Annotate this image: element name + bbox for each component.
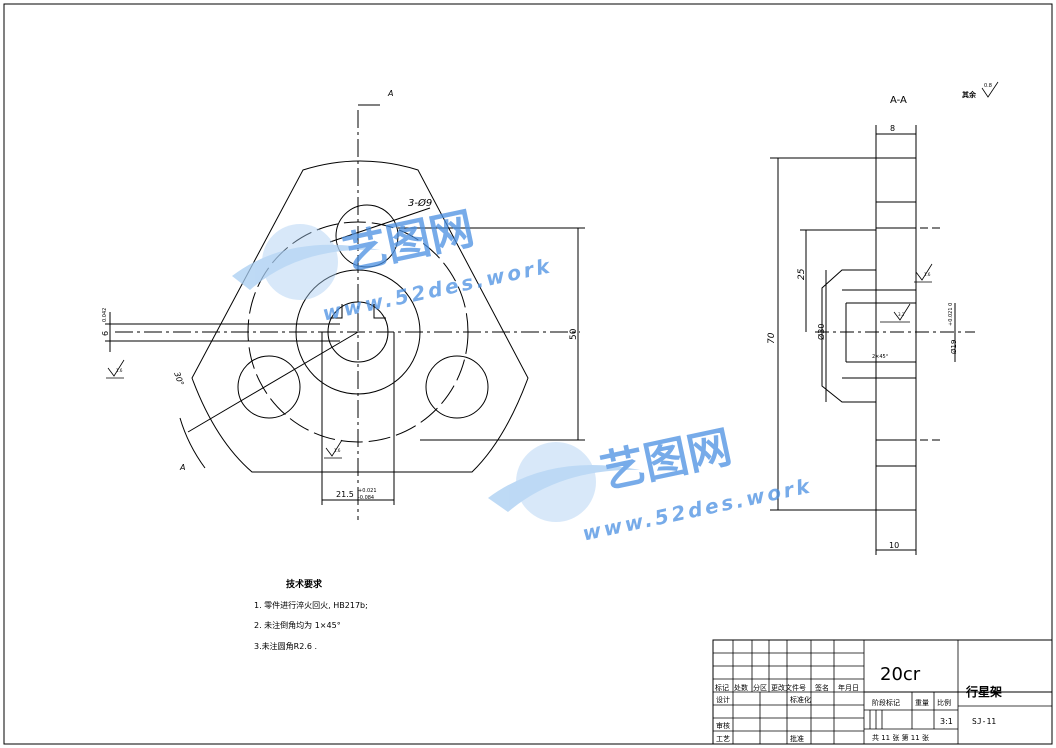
leader-diagonal-a bbox=[187, 331, 359, 433]
weight-label: 重量 bbox=[915, 699, 929, 707]
scale-value: 3:1 bbox=[940, 717, 953, 726]
review-label: 审核 bbox=[716, 721, 730, 730]
material-text: 20cr bbox=[880, 664, 921, 685]
hole-right bbox=[425, 355, 489, 419]
watermark-top: 艺图网 www.52des.work bbox=[232, 203, 555, 325]
watermark-globe-icon bbox=[262, 224, 338, 300]
header-zone: 分区 bbox=[753, 683, 767, 692]
roughness-section-b-value: 3.2 bbox=[898, 312, 905, 317]
dim-10-text: 10 bbox=[889, 541, 899, 550]
dim-70-text: 70 bbox=[767, 332, 777, 344]
watermark-globe-icon bbox=[516, 442, 596, 522]
sheet-frame bbox=[3, 3, 1053, 745]
front-view bbox=[105, 104, 585, 520]
roughness-front-bottom-value: 1.6 bbox=[334, 448, 341, 453]
watermark-swoosh-icon bbox=[232, 244, 380, 290]
stage-label: 阶段标记 bbox=[872, 698, 900, 707]
header-sign: 签名 bbox=[815, 683, 829, 692]
hole-top bbox=[335, 204, 399, 268]
offset-dim-text: 6 bbox=[101, 331, 110, 336]
requirement-1: 1. 零件进行淬火回火, HB217b; bbox=[254, 600, 368, 610]
header-date: 年月日 bbox=[838, 683, 859, 692]
watermark-brand-bottom: 艺图网 bbox=[596, 422, 736, 499]
roughness-symbol-front-bottom bbox=[324, 439, 343, 459]
flange-outline bbox=[875, 157, 917, 511]
key-dim-text: 21.5 bbox=[336, 490, 354, 499]
process-label: 工艺 bbox=[716, 735, 730, 743]
leader-diagonal-b bbox=[329, 207, 431, 243]
requirement-3: 3.未注圆角R2.6 . bbox=[254, 641, 317, 651]
holes-label: 3-Ø9 bbox=[408, 197, 432, 209]
roughness-symbol-section-b bbox=[880, 303, 911, 323]
hub-outline bbox=[821, 269, 876, 403]
dim-bore-tol: +0.021 0 bbox=[948, 303, 954, 326]
standard-label: 标准化 bbox=[790, 695, 811, 704]
chamfer-text: 2×45° bbox=[872, 354, 889, 360]
part-outline bbox=[191, 160, 529, 473]
dim-hub-text: Ø30 bbox=[816, 324, 826, 340]
section-cut-bottom bbox=[179, 417, 206, 469]
hole-left bbox=[237, 355, 301, 419]
watermark-swoosh-icon bbox=[488, 464, 640, 512]
angle-text: 30° bbox=[172, 371, 185, 387]
requirement-2: 2. 未注倒角均为 1×45° bbox=[254, 620, 341, 630]
scale-label: 比例 bbox=[937, 698, 951, 707]
part-name-text: 行星架 bbox=[965, 684, 1002, 699]
roughness-symbol-section-a bbox=[914, 263, 933, 283]
section-label-bottom: A bbox=[179, 463, 185, 472]
drawing-number-text: SJ-11 bbox=[972, 717, 996, 726]
header-change-doc: 更改文件号 bbox=[771, 683, 806, 692]
roughness-general-value: 0.8 bbox=[984, 83, 992, 89]
section-view bbox=[770, 125, 975, 555]
roughness-section-a-value: 1.6 bbox=[924, 272, 931, 277]
requirements-title: 技术要求 bbox=[286, 578, 323, 590]
approve-label: 批准 bbox=[790, 734, 804, 743]
dim-50-text: 50 bbox=[569, 328, 579, 340]
header-mark: 标记 bbox=[715, 683, 729, 692]
roughness-front-left-value: 1.6 bbox=[116, 368, 123, 373]
key-dim-tol-up: +0.021 bbox=[358, 488, 377, 494]
roughness-general-note: 其余 bbox=[962, 90, 977, 99]
roughness-symbol-general bbox=[981, 81, 999, 98]
keyway bbox=[330, 304, 386, 319]
title-block bbox=[712, 639, 1053, 745]
design-label: 设计 bbox=[716, 695, 730, 704]
header-count: 处数 bbox=[734, 683, 748, 692]
section-title: A-A bbox=[890, 95, 907, 106]
dim-bore-text: Ø19 bbox=[950, 340, 958, 354]
sheets-text: 共 11 张 第 11 张 bbox=[872, 733, 929, 742]
watermark-brand-top: 艺图网 bbox=[339, 203, 479, 280]
offset-dim-tol: 0.042 bbox=[102, 308, 108, 322]
roughness-symbol-front-left bbox=[106, 359, 125, 379]
key-dim-tol-low: -0.084 bbox=[358, 495, 374, 501]
section-label-top: A bbox=[387, 89, 393, 98]
dim-25-text: 25 bbox=[797, 268, 807, 280]
dim-8-text: 8 bbox=[890, 124, 895, 133]
